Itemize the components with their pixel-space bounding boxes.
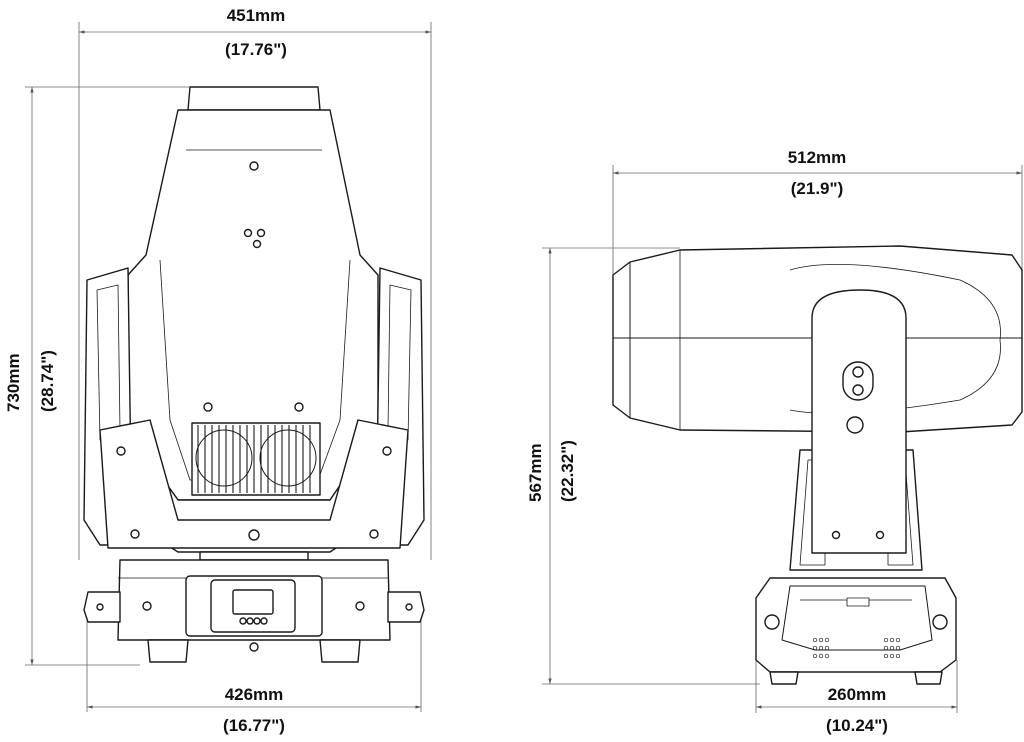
side-height-inch: (22.32") — [558, 440, 577, 502]
side-base-width-inch: (10.24") — [826, 716, 888, 735]
side-dimension-lines — [542, 165, 1023, 713]
side-view-fixture — [612, 245, 1023, 685]
front-height-inch: (28.74") — [38, 350, 57, 412]
front-base-width-mm: 426mm — [224, 685, 284, 704]
side-base-width-mm: 260mm — [827, 685, 887, 704]
side-width-inch: (21.9") — [790, 179, 844, 198]
front-base-width-inch: (16.77") — [223, 716, 285, 735]
front-width-mm: 451mm — [226, 6, 286, 25]
side-height-mm: 567mm — [526, 443, 545, 502]
front-width-inch: (17.76") — [225, 40, 287, 59]
front-height-mm: 730mm — [4, 353, 23, 412]
front-dimension-lines — [25, 22, 432, 712]
side-width-mm: 512mm — [787, 148, 847, 167]
front-view-fixture — [83, 86, 425, 663]
